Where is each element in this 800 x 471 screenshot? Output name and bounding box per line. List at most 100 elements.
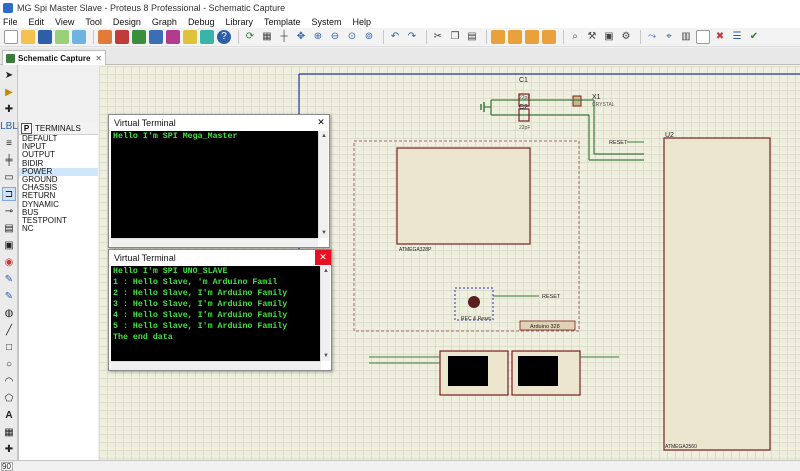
2d-marker-icon[interactable]: ✚: [4, 443, 14, 455]
vt1-horizontal-scrollbar[interactable]: [111, 238, 318, 247]
zoom-area-icon[interactable]: ⊚: [364, 31, 374, 42]
scroll-down-icon[interactable]: ▼: [321, 230, 327, 236]
menu-graph[interactable]: Graph: [151, 16, 177, 27]
electrical-rule-icon[interactable]: ✔: [749, 31, 759, 42]
menu-edit[interactable]: Edit: [28, 16, 45, 27]
open-folder-icon[interactable]: [21, 30, 35, 44]
block-move-icon[interactable]: [508, 30, 522, 44]
3d-icon[interactable]: [149, 30, 163, 44]
junction-dot-icon[interactable]: ✚: [4, 103, 14, 115]
menu-design[interactable]: Design: [112, 16, 141, 27]
packaging-icon[interactable]: ▣: [604, 31, 614, 42]
2d-text-icon[interactable]: A: [5, 409, 13, 421]
menu-help[interactable]: Help: [352, 16, 372, 27]
text-script-icon[interactable]: ≡: [6, 137, 12, 149]
component-mode-icon[interactable]: ▶: [5, 86, 13, 98]
terminal-item-testpoint[interactable]: TESTPOINT: [22, 215, 67, 225]
copy-icon[interactable]: ❐: [450, 31, 460, 42]
crystal-circuit[interactable]: C1 22pF C2 22pF X1 CRYSTAL: [480, 77, 644, 161]
scroll-up-icon[interactable]: ▲: [323, 268, 329, 274]
vt1-close-icon[interactable]: ✕: [317, 117, 325, 127]
export-icon[interactable]: [72, 30, 86, 44]
subcircuit-mode-icon[interactable]: ▭: [4, 171, 14, 183]
pick-device-icon[interactable]: ⌕: [572, 31, 578, 42]
cut-icon[interactable]: ✂: [433, 31, 443, 42]
bus-mode-icon[interactable]: ╪: [5, 154, 13, 166]
zoom-level[interactable]: 90: [1, 462, 13, 471]
terminal-item-output[interactable]: OUTPUT: [22, 150, 55, 160]
tab-schematic-capture[interactable]: Schematic Capture ✕: [2, 50, 106, 65]
scroll-up-icon[interactable]: ▲: [321, 133, 327, 139]
search-tag-icon[interactable]: ⌖: [666, 31, 672, 42]
bom-icon[interactable]: [183, 30, 197, 44]
make-device-icon[interactable]: ⚒: [587, 31, 597, 42]
undo-icon[interactable]: ↶: [390, 31, 400, 42]
terminals-mode-icon[interactable]: ⊐: [2, 187, 16, 201]
vt2-screen[interactable]: Hello I'm SPI UNO_SLAVE 1 : Hello Slave,…: [111, 266, 321, 361]
block-copy-icon[interactable]: [491, 30, 505, 44]
wire-autorouter-icon[interactable]: ⤳: [648, 31, 656, 42]
tape-recorder-icon[interactable]: ▣: [4, 239, 14, 251]
zoom-all-icon[interactable]: ⊙: [347, 31, 357, 42]
vt2-horizontal-scrollbar[interactable]: [111, 361, 321, 370]
new-file-icon[interactable]: [4, 30, 18, 44]
menu-view[interactable]: View: [55, 16, 75, 27]
decompose-icon[interactable]: ⚙: [621, 31, 631, 42]
zoom-out-icon[interactable]: ⊖: [330, 31, 340, 42]
selection-mode-icon[interactable]: ➤: [4, 69, 14, 81]
menu-file[interactable]: File: [3, 16, 18, 27]
design-explorer-icon[interactable]: ☰: [732, 31, 742, 42]
pan-icon[interactable]: ✥: [296, 31, 306, 42]
gerber-icon[interactable]: [166, 30, 180, 44]
virtual-instruments-icon[interactable]: ◍: [4, 307, 14, 319]
vt2-close-icon[interactable]: ✕: [315, 250, 331, 265]
tab-close-icon[interactable]: ✕: [95, 53, 102, 63]
save-icon[interactable]: [38, 30, 52, 44]
current-probe-icon[interactable]: ✎: [4, 290, 14, 302]
2d-circle-icon[interactable]: ○: [5, 358, 13, 370]
origin-icon[interactable]: ┼: [280, 31, 288, 42]
terminal-item-bus[interactable]: BUS: [22, 207, 39, 217]
terminal-item-input[interactable]: INPUT: [22, 142, 46, 152]
virtual-terminal-window-master[interactable]: Virtual Terminal ✕ Hello I'm SPI Mega_Ma…: [108, 114, 330, 248]
refresh-icon[interactable]: ⟳: [245, 31, 255, 42]
atmega328p-component[interactable]: ATMEGA328P Arduino 328: [353, 140, 580, 332]
reset-button-component[interactable]: REC & Reset RESET: [454, 287, 561, 322]
wire-label-icon[interactable]: LBL: [0, 120, 18, 132]
2d-path-icon[interactable]: ⬠: [4, 392, 14, 404]
2d-arc-icon[interactable]: ◠: [4, 375, 14, 387]
pcb-icon[interactable]: [132, 30, 146, 44]
terminal-item-default[interactable]: DEFAULT: [22, 134, 58, 143]
source-code-icon[interactable]: [200, 30, 214, 44]
terminal-item-bidir[interactable]: BIDIR: [22, 158, 44, 168]
terminal-item-ground[interactable]: GROUND: [22, 174, 58, 184]
menu-system[interactable]: System: [311, 16, 342, 27]
menu-template[interactable]: Template: [263, 16, 301, 27]
new-sheet-icon[interactable]: [696, 30, 710, 44]
grid-icon[interactable]: ▦: [262, 31, 272, 42]
redo-icon[interactable]: ↷: [407, 31, 417, 42]
menu-tool[interactable]: Tool: [85, 16, 102, 27]
terminal-item-power[interactable]: POWER: [19, 167, 98, 176]
schematic-canvas[interactable]: C1 22pF C2 22pF X1 CRYSTAL RESET U2 ATME…: [99, 66, 800, 460]
2d-box-icon[interactable]: □: [5, 341, 13, 353]
schematic-icon[interactable]: [115, 30, 129, 44]
vt2-vertical-scrollbar[interactable]: ▲ ▼: [320, 266, 330, 361]
2d-line-icon[interactable]: ╱: [5, 324, 13, 336]
import-icon[interactable]: [55, 30, 69, 44]
remove-sheet-icon[interactable]: ✖: [715, 31, 725, 42]
terminal-item-chassis[interactable]: CHASSIS: [22, 183, 58, 193]
vt1-screen[interactable]: Hello I'm SPI Mega_Master: [111, 131, 318, 238]
menu-library[interactable]: Library: [225, 16, 253, 27]
vt1-vertical-scrollbar[interactable]: ▲ ▼: [318, 131, 328, 238]
menu-debug[interactable]: Debug: [187, 16, 215, 27]
terminal-item-return[interactable]: RETURN: [22, 191, 56, 201]
terminal-item-dynamic[interactable]: DYNAMIC: [22, 199, 59, 209]
generator-mode-icon[interactable]: ◉: [4, 256, 14, 268]
2d-symbol-icon[interactable]: ▦: [4, 426, 14, 438]
scroll-down-icon[interactable]: ▼: [323, 353, 329, 359]
voltage-probe-icon[interactable]: ✎: [4, 273, 14, 285]
zoom-in-icon[interactable]: ⊕: [313, 31, 323, 42]
graph-mode-icon[interactable]: ▤: [4, 222, 14, 234]
help-icon[interactable]: ?: [217, 30, 231, 44]
